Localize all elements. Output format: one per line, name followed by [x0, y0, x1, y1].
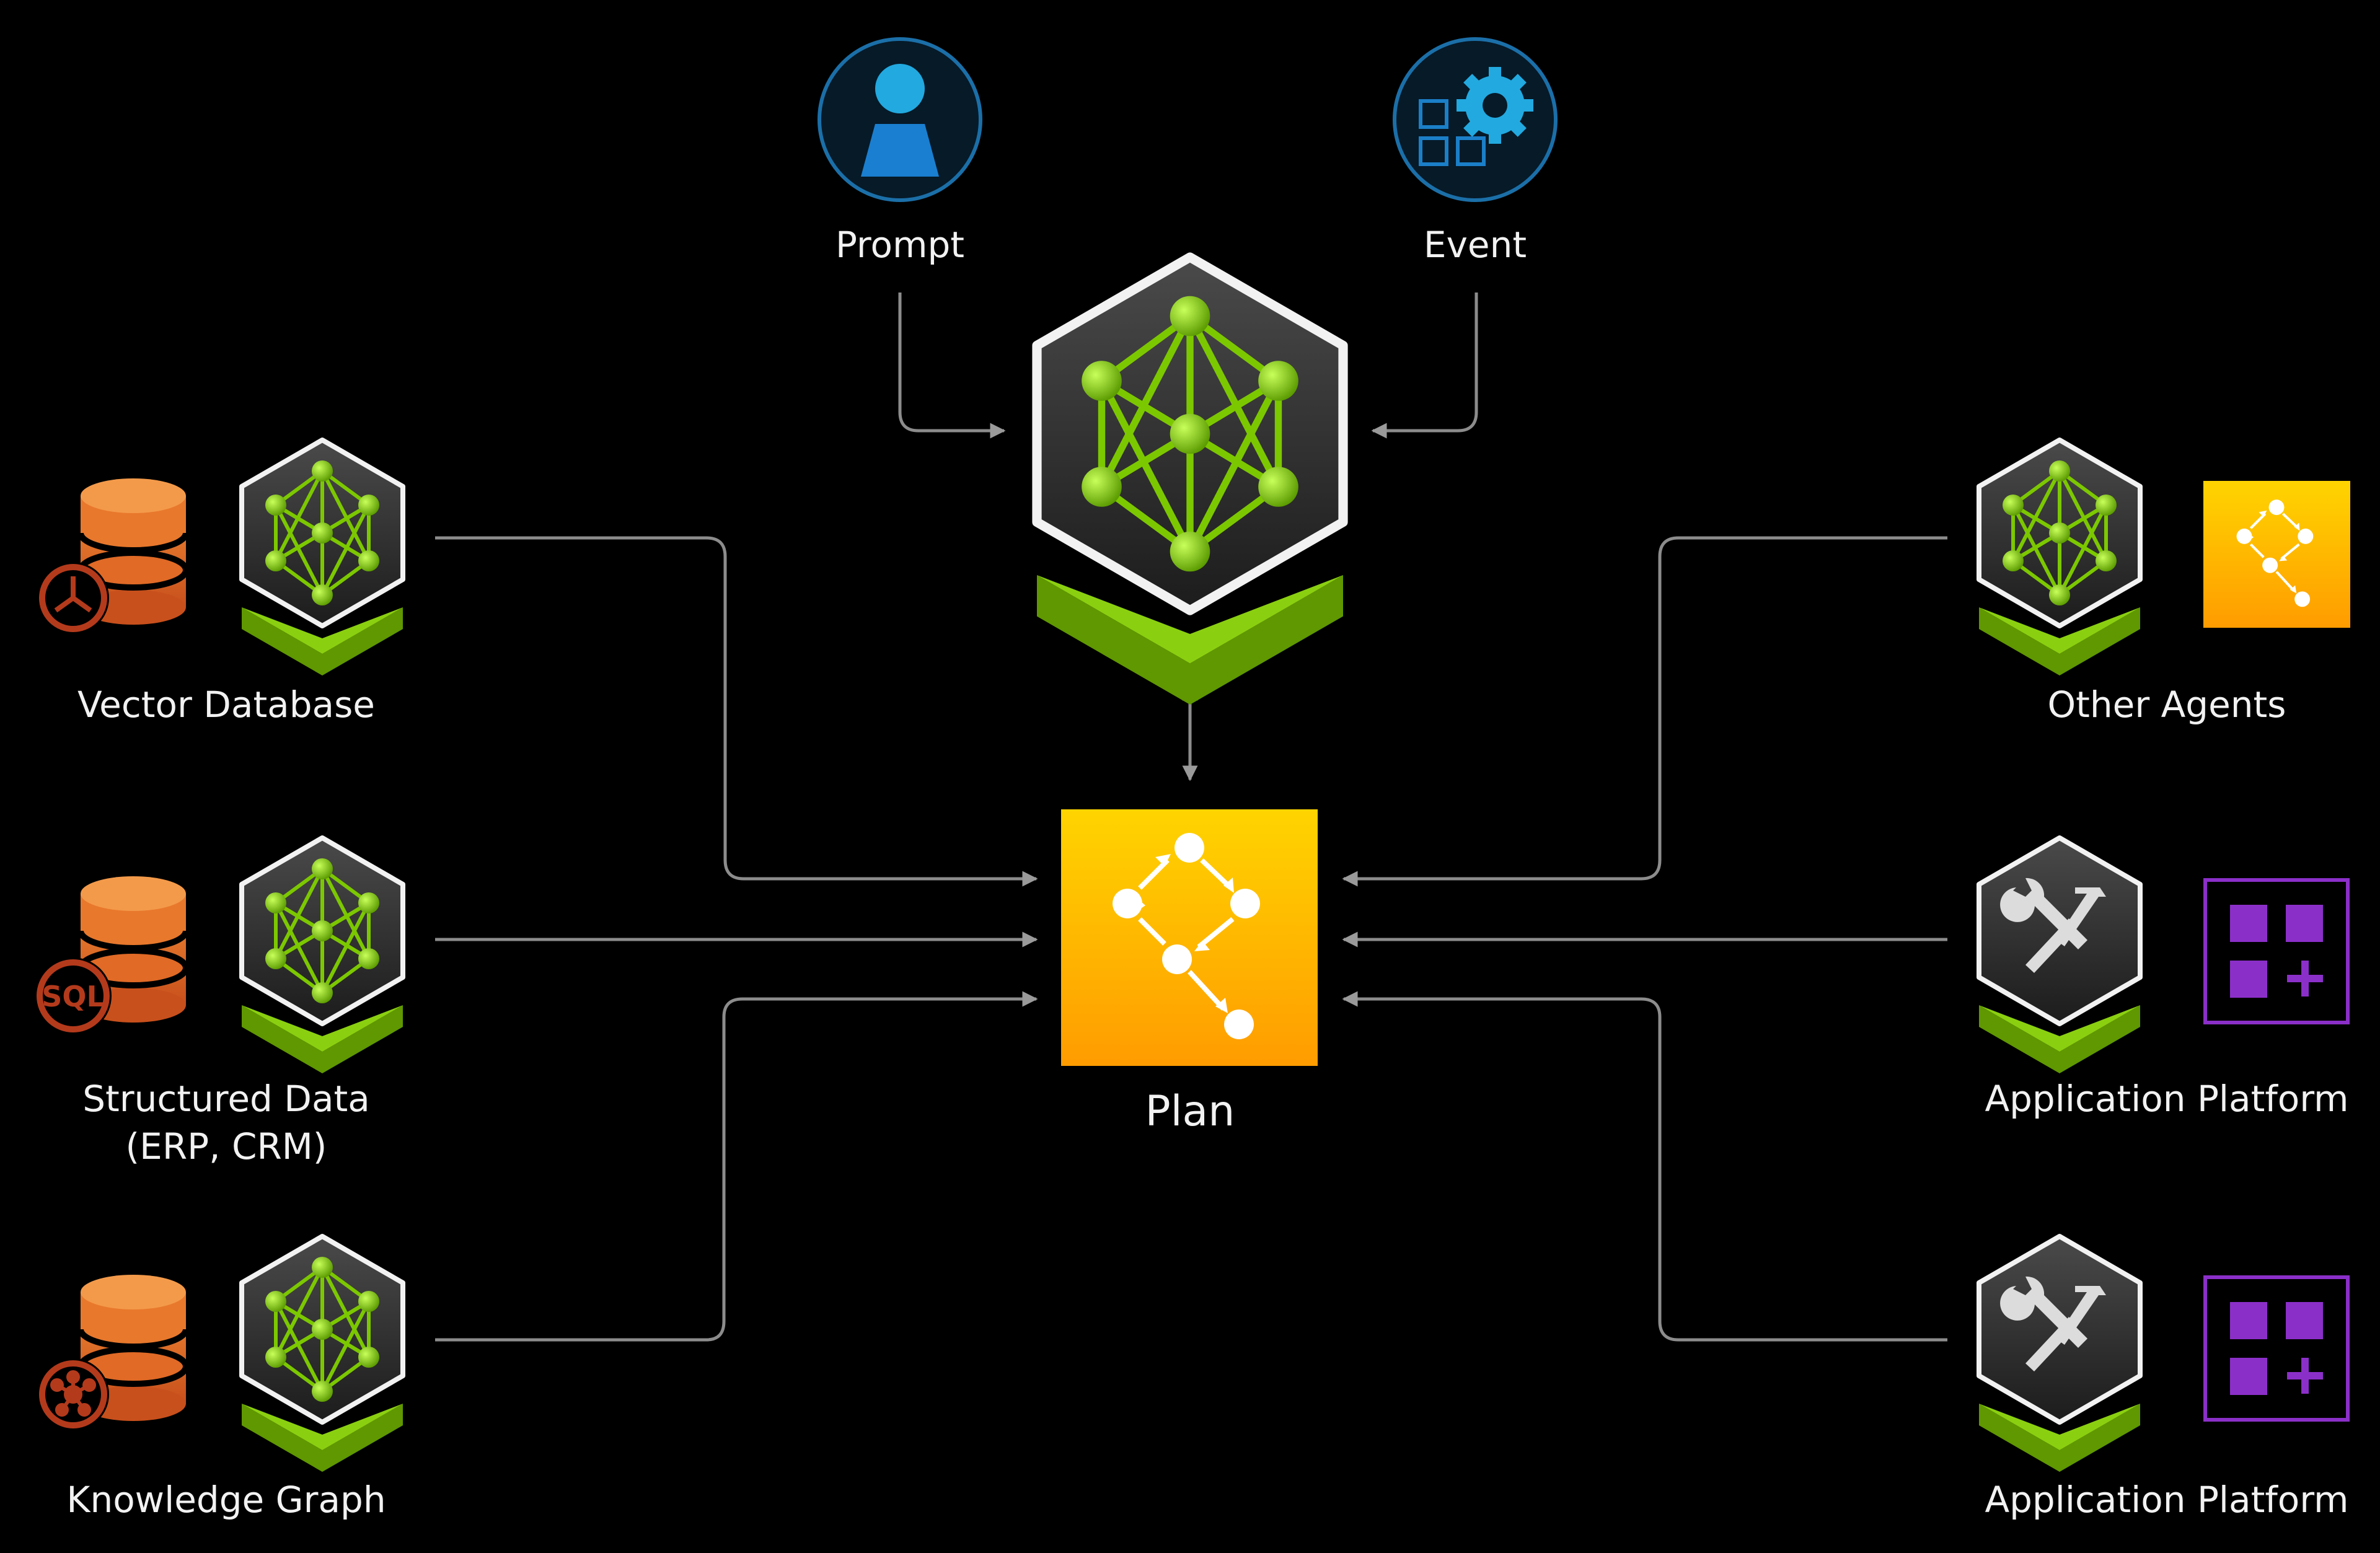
- sql-badge: SQL: [35, 957, 112, 1034]
- event-label: Event: [1424, 224, 1527, 266]
- gear-apps-icon: [1393, 37, 1558, 202]
- vector-database-label: Vector Database: [77, 684, 375, 726]
- structured-data-label: Structured Data: [82, 1078, 370, 1120]
- other-agents-label: Other Agents: [2047, 684, 2286, 726]
- prompt-connector: [898, 293, 1006, 439]
- application-platform-2-node: Application Platform: [1979, 1236, 2349, 1521]
- structured-data-sublabel: (ERP, CRM): [126, 1125, 327, 1168]
- vector-db-connector: [435, 536, 1038, 887]
- prompt-label: Prompt: [835, 224, 964, 266]
- knowledge-graph-node: Knowledge Graph: [37, 1236, 403, 1521]
- plan-flow-small-icon: [2203, 481, 2350, 628]
- application-platform-1-label: Application Platform: [1985, 1078, 2348, 1120]
- tools-icon: [1979, 1236, 2140, 1472]
- app-platform-2-connector: [1342, 991, 1947, 1342]
- sql-badge-text: SQL: [42, 980, 105, 1013]
- neural-network-cube-icon: [242, 1236, 403, 1472]
- neural-network-cube-icon: [242, 838, 403, 1073]
- connectors: [435, 293, 1947, 1342]
- tools-icon: [1979, 838, 2140, 1073]
- prompt-node: Prompt: [818, 37, 982, 266]
- vector-database-node: Vector Database: [37, 440, 403, 726]
- plan-label: Plan: [1145, 1087, 1235, 1136]
- neural-network-cube-icon: [242, 440, 403, 675]
- neural-network-cube-icon: [1037, 257, 1343, 705]
- central-agent-node: [1037, 257, 1343, 705]
- plan-node: Plan: [1061, 809, 1318, 1136]
- vector-badge-icon: [37, 562, 109, 634]
- knowledge-graph-connector: [435, 991, 1038, 1342]
- event-node: Event: [1393, 37, 1558, 266]
- application-platform-2-label: Application Platform: [1985, 1479, 2348, 1521]
- application-platform-1-node: Application Platform: [1979, 838, 2349, 1120]
- graph-badge-icon: [37, 1358, 109, 1430]
- neural-network-cube-icon: [1979, 440, 2140, 675]
- event-connector: [1371, 293, 1478, 439]
- structured-data-node: SQL Structured Data (ERP, CRM): [35, 838, 403, 1168]
- app-grid-icon: [2205, 1277, 2348, 1420]
- other-agents-node: Other Agents: [1979, 440, 2350, 726]
- knowledge-graph-label: Knowledge Graph: [66, 1479, 386, 1521]
- person-icon: [818, 37, 982, 202]
- app-grid-icon: [2205, 880, 2348, 1023]
- other-agents-connector: [1342, 536, 1947, 887]
